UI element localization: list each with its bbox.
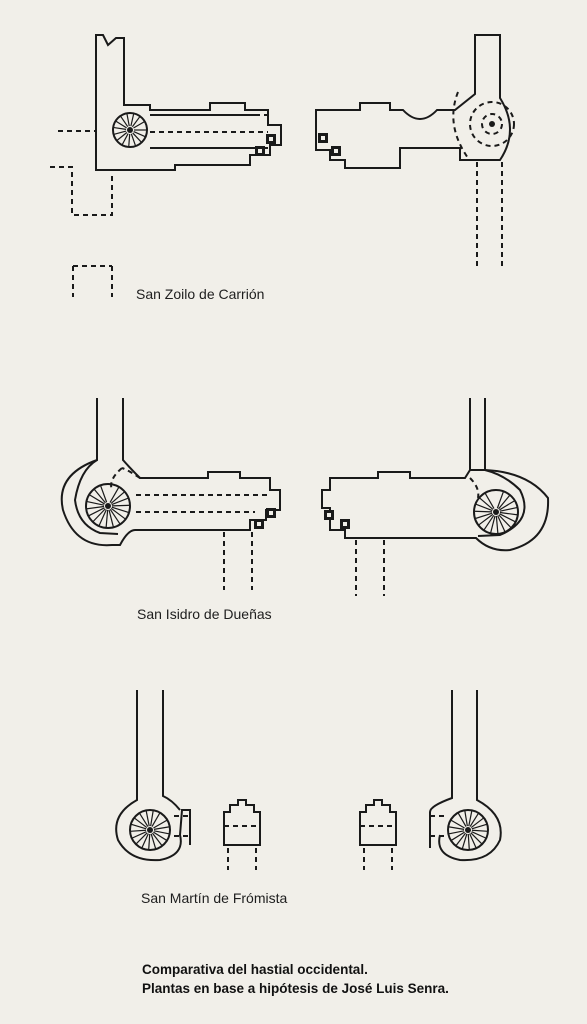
spiral-stair-san-isidro-right — [473, 489, 519, 535]
plan-san-isidro-left — [60, 398, 281, 590]
spiral-stair-san-martin-left — [129, 809, 171, 851]
footer-line-1: Comparativa del hastial occidental. — [142, 962, 368, 977]
plan-san-isidro-right — [321, 398, 550, 596]
plan-san-zoilo-left — [50, 34, 282, 297]
spiral-stair-san-zoilo-right — [452, 91, 515, 159]
footer-line-2: Plantas en base a hipótesis de José Luis… — [142, 981, 449, 996]
caption-san-isidro: San Isidro de Dueñas — [137, 606, 272, 622]
spiral-stair-san-zoilo-left — [112, 112, 148, 148]
plan-san-martin-right — [359, 690, 502, 870]
figure-footer: Comparativa del hastial occidental. Plan… — [142, 960, 449, 998]
spiral-stair-san-martin-right — [447, 809, 489, 851]
caption-san-zoilo: San Zoilo de Carrión — [136, 286, 265, 302]
caption-san-martin: San Martín de Frómista — [141, 890, 288, 906]
spiral-stair-san-isidro-left — [85, 483, 131, 529]
plan-san-zoilo-right — [315, 34, 515, 268]
plan-san-martin-left — [115, 690, 261, 870]
